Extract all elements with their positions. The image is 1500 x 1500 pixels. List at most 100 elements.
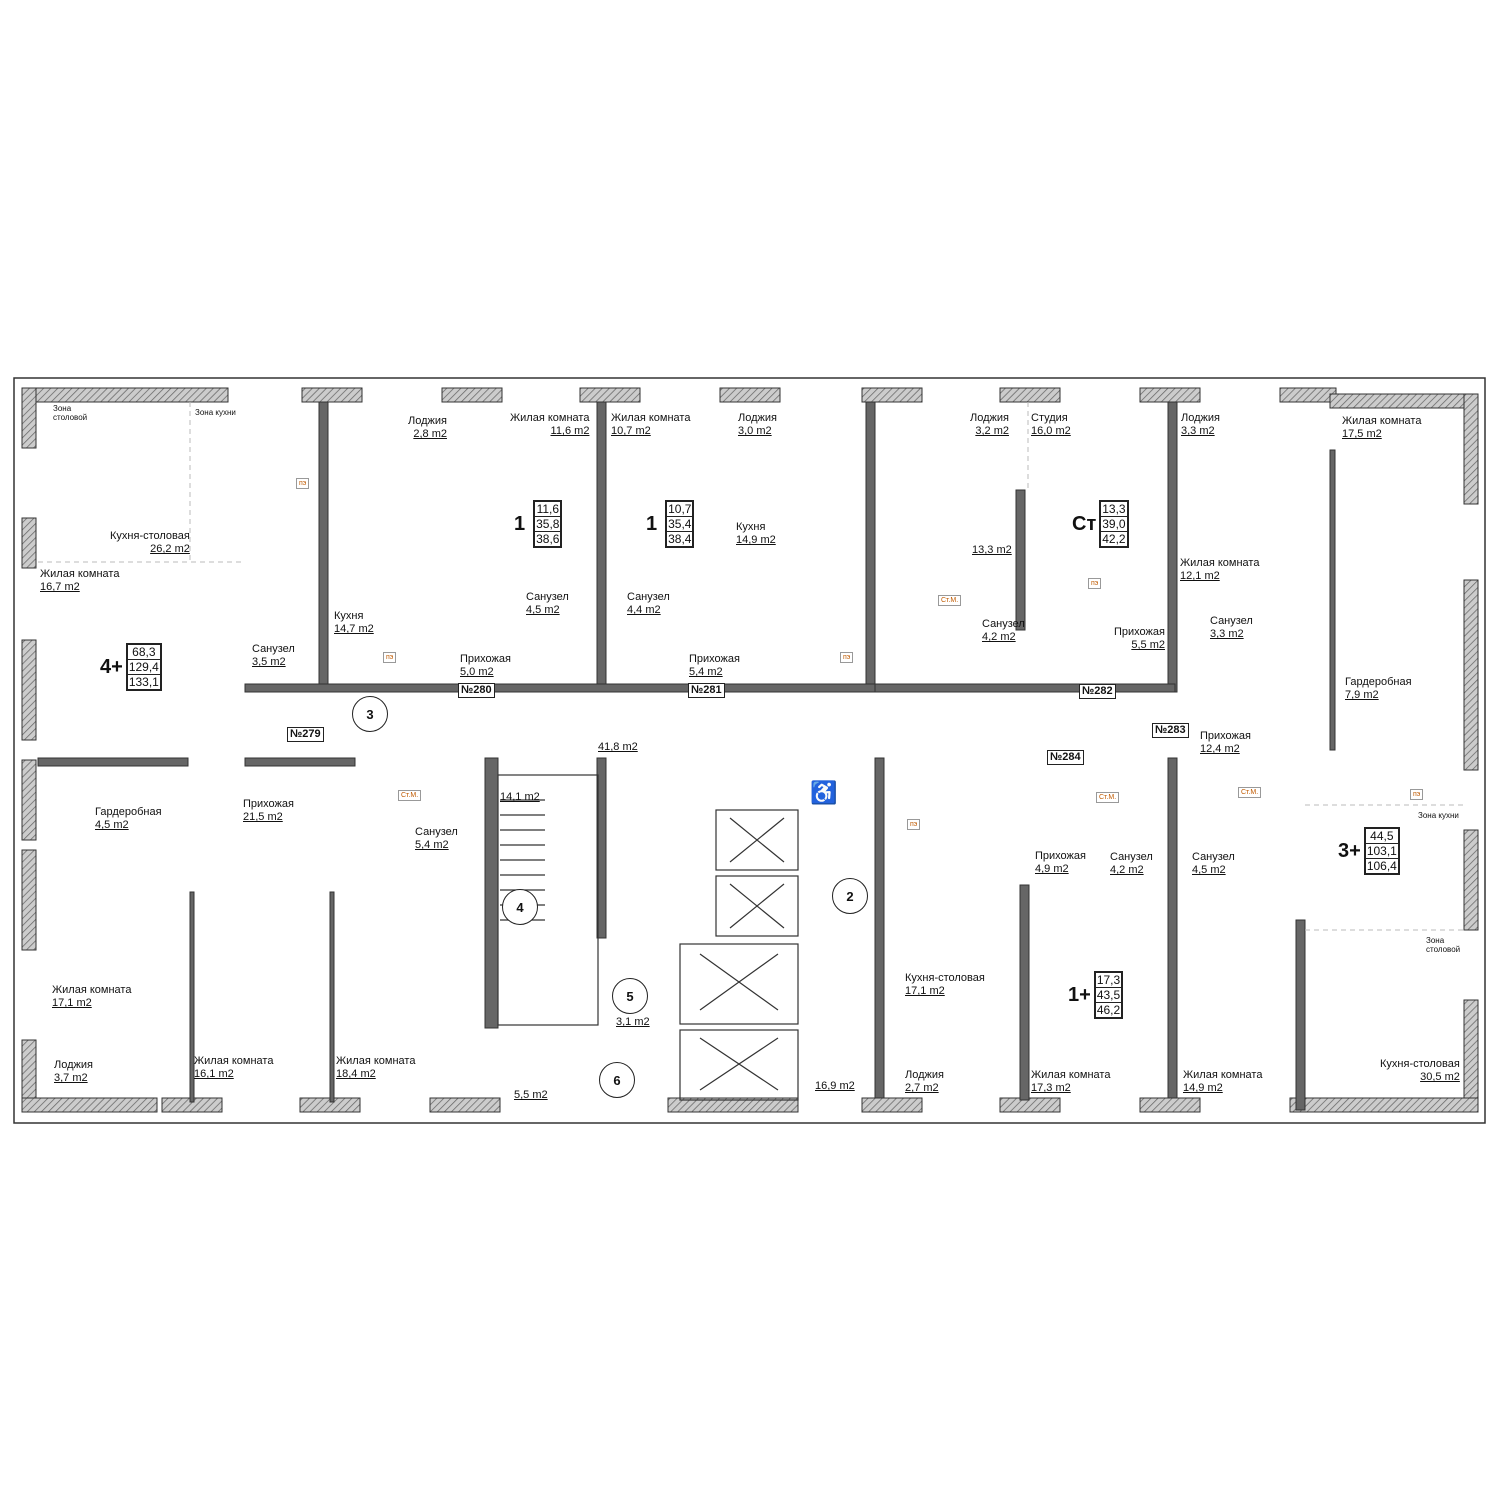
room-area: 12,4 m2 (1200, 743, 1240, 755)
room-area: 41,8 m2 (598, 741, 638, 753)
room-label: 5,5 m2 (514, 1089, 548, 1102)
apartment-number: №281 (688, 683, 725, 698)
room-name: Лоджия (1181, 412, 1220, 424)
room-area: 21,5 m2 (243, 811, 283, 823)
room-area: 5,4 m2 (415, 839, 449, 851)
room-area: 4,5 m2 (1192, 864, 1226, 876)
room-label: 13,3 m2 (972, 544, 1012, 557)
room-name: Жилая комната (52, 984, 132, 996)
apartment-number: №283 (1152, 723, 1189, 738)
room-area: 26,2 m2 (150, 543, 190, 555)
room-name: Санузел (415, 826, 458, 838)
room-name: Кухня-столовая (905, 972, 985, 984)
room-area: 3,5 m2 (252, 656, 286, 668)
room-name: Жилая комната (40, 568, 120, 580)
room-label: 14,1 m2 (500, 791, 540, 804)
room-area: 4,5 m2 (526, 604, 560, 616)
room-area: 14,9 m2 (736, 534, 776, 546)
room-label: Зона столовой (53, 404, 88, 422)
room-name: Лоджия (738, 412, 777, 424)
room-area: 11,6 m2 (550, 425, 590, 437)
room-area: 4,9 m2 (1035, 863, 1069, 875)
room-area: 30,5 m2 (1420, 1071, 1460, 1083)
apartment-type: 1 (514, 512, 526, 535)
room-name: Жилая комната (1183, 1069, 1263, 1081)
room-area: 4,2 m2 (982, 631, 1016, 643)
room-area: 12,1 m2 (1180, 570, 1220, 582)
room-area: 3,3 m2 (1210, 628, 1244, 640)
room-area: 2,8 m2 (413, 428, 447, 440)
total-area: 39,0 (1101, 517, 1127, 532)
room-area: 13,3 m2 (972, 544, 1012, 556)
room-area: 16,0 m2 (1031, 425, 1071, 437)
room-name: Лоджия (408, 415, 447, 427)
apartment-type: 1 (646, 512, 658, 535)
room-name: Кухня-столовая (1380, 1058, 1460, 1070)
wheelchair-icon: ♿ (810, 780, 838, 805)
living-area: 44,5 (1365, 829, 1398, 844)
room-name: Студия (1031, 412, 1068, 424)
zone-lines (38, 402, 1464, 931)
total-area: 43,5 (1095, 988, 1122, 1003)
gross-area: 46,2 (1096, 1003, 1121, 1017)
room-name: Прихожая (460, 653, 511, 665)
room-area: 14,1 m2 (500, 791, 540, 803)
room-label: 3,1 m2 (616, 1016, 650, 1029)
gross-area: 106,4 (1366, 859, 1397, 873)
elevator-shafts (497, 774, 799, 1101)
total-area: 103,1 (1365, 844, 1398, 859)
riser-label: Ст.М. (938, 595, 962, 606)
room-name: Жилая комната (1342, 415, 1422, 427)
stove-label: пэ (383, 652, 397, 663)
living-area: 17,3 (1095, 973, 1122, 988)
apartment-type: Ст (1072, 512, 1097, 535)
room-area: 18,4 m2 (336, 1068, 376, 1080)
gross-area: 38,4 (668, 532, 692, 546)
apartment-type: 4+ (100, 655, 123, 678)
room-name: Лоджия (970, 412, 1009, 424)
gross-area: 38,6 (536, 532, 560, 546)
stove-label: пэ (1410, 789, 1424, 800)
living-area: 68,3 (127, 645, 160, 660)
room-area: 16,7 m2 (40, 581, 80, 593)
room-area: 7,9 m2 (1345, 689, 1379, 701)
apartment-number: №280 (458, 683, 495, 698)
room-name: Санузел (526, 591, 569, 603)
room-label: Зона кухни (1418, 811, 1459, 820)
room-name: Жилая комната (510, 412, 590, 424)
room-name: Санузел (627, 591, 670, 603)
room-area: 17,5 m2 (1342, 428, 1382, 440)
apartment-number: №282 (1079, 684, 1116, 699)
room-area: 10,7 m2 (611, 425, 651, 437)
room-name: Санузел (1192, 851, 1235, 863)
living-area: 11,6 (535, 502, 561, 517)
room-name: Гардеробная (95, 806, 162, 818)
room-name: Жилая комната (1031, 1069, 1111, 1081)
room-label: 16,9 m2 (815, 1080, 855, 1093)
room-name: Прихожая (689, 653, 740, 665)
stove-label: пэ (1088, 578, 1102, 589)
core-marker: 4 (502, 889, 538, 925)
room-area: 3,3 m2 (1181, 425, 1215, 437)
